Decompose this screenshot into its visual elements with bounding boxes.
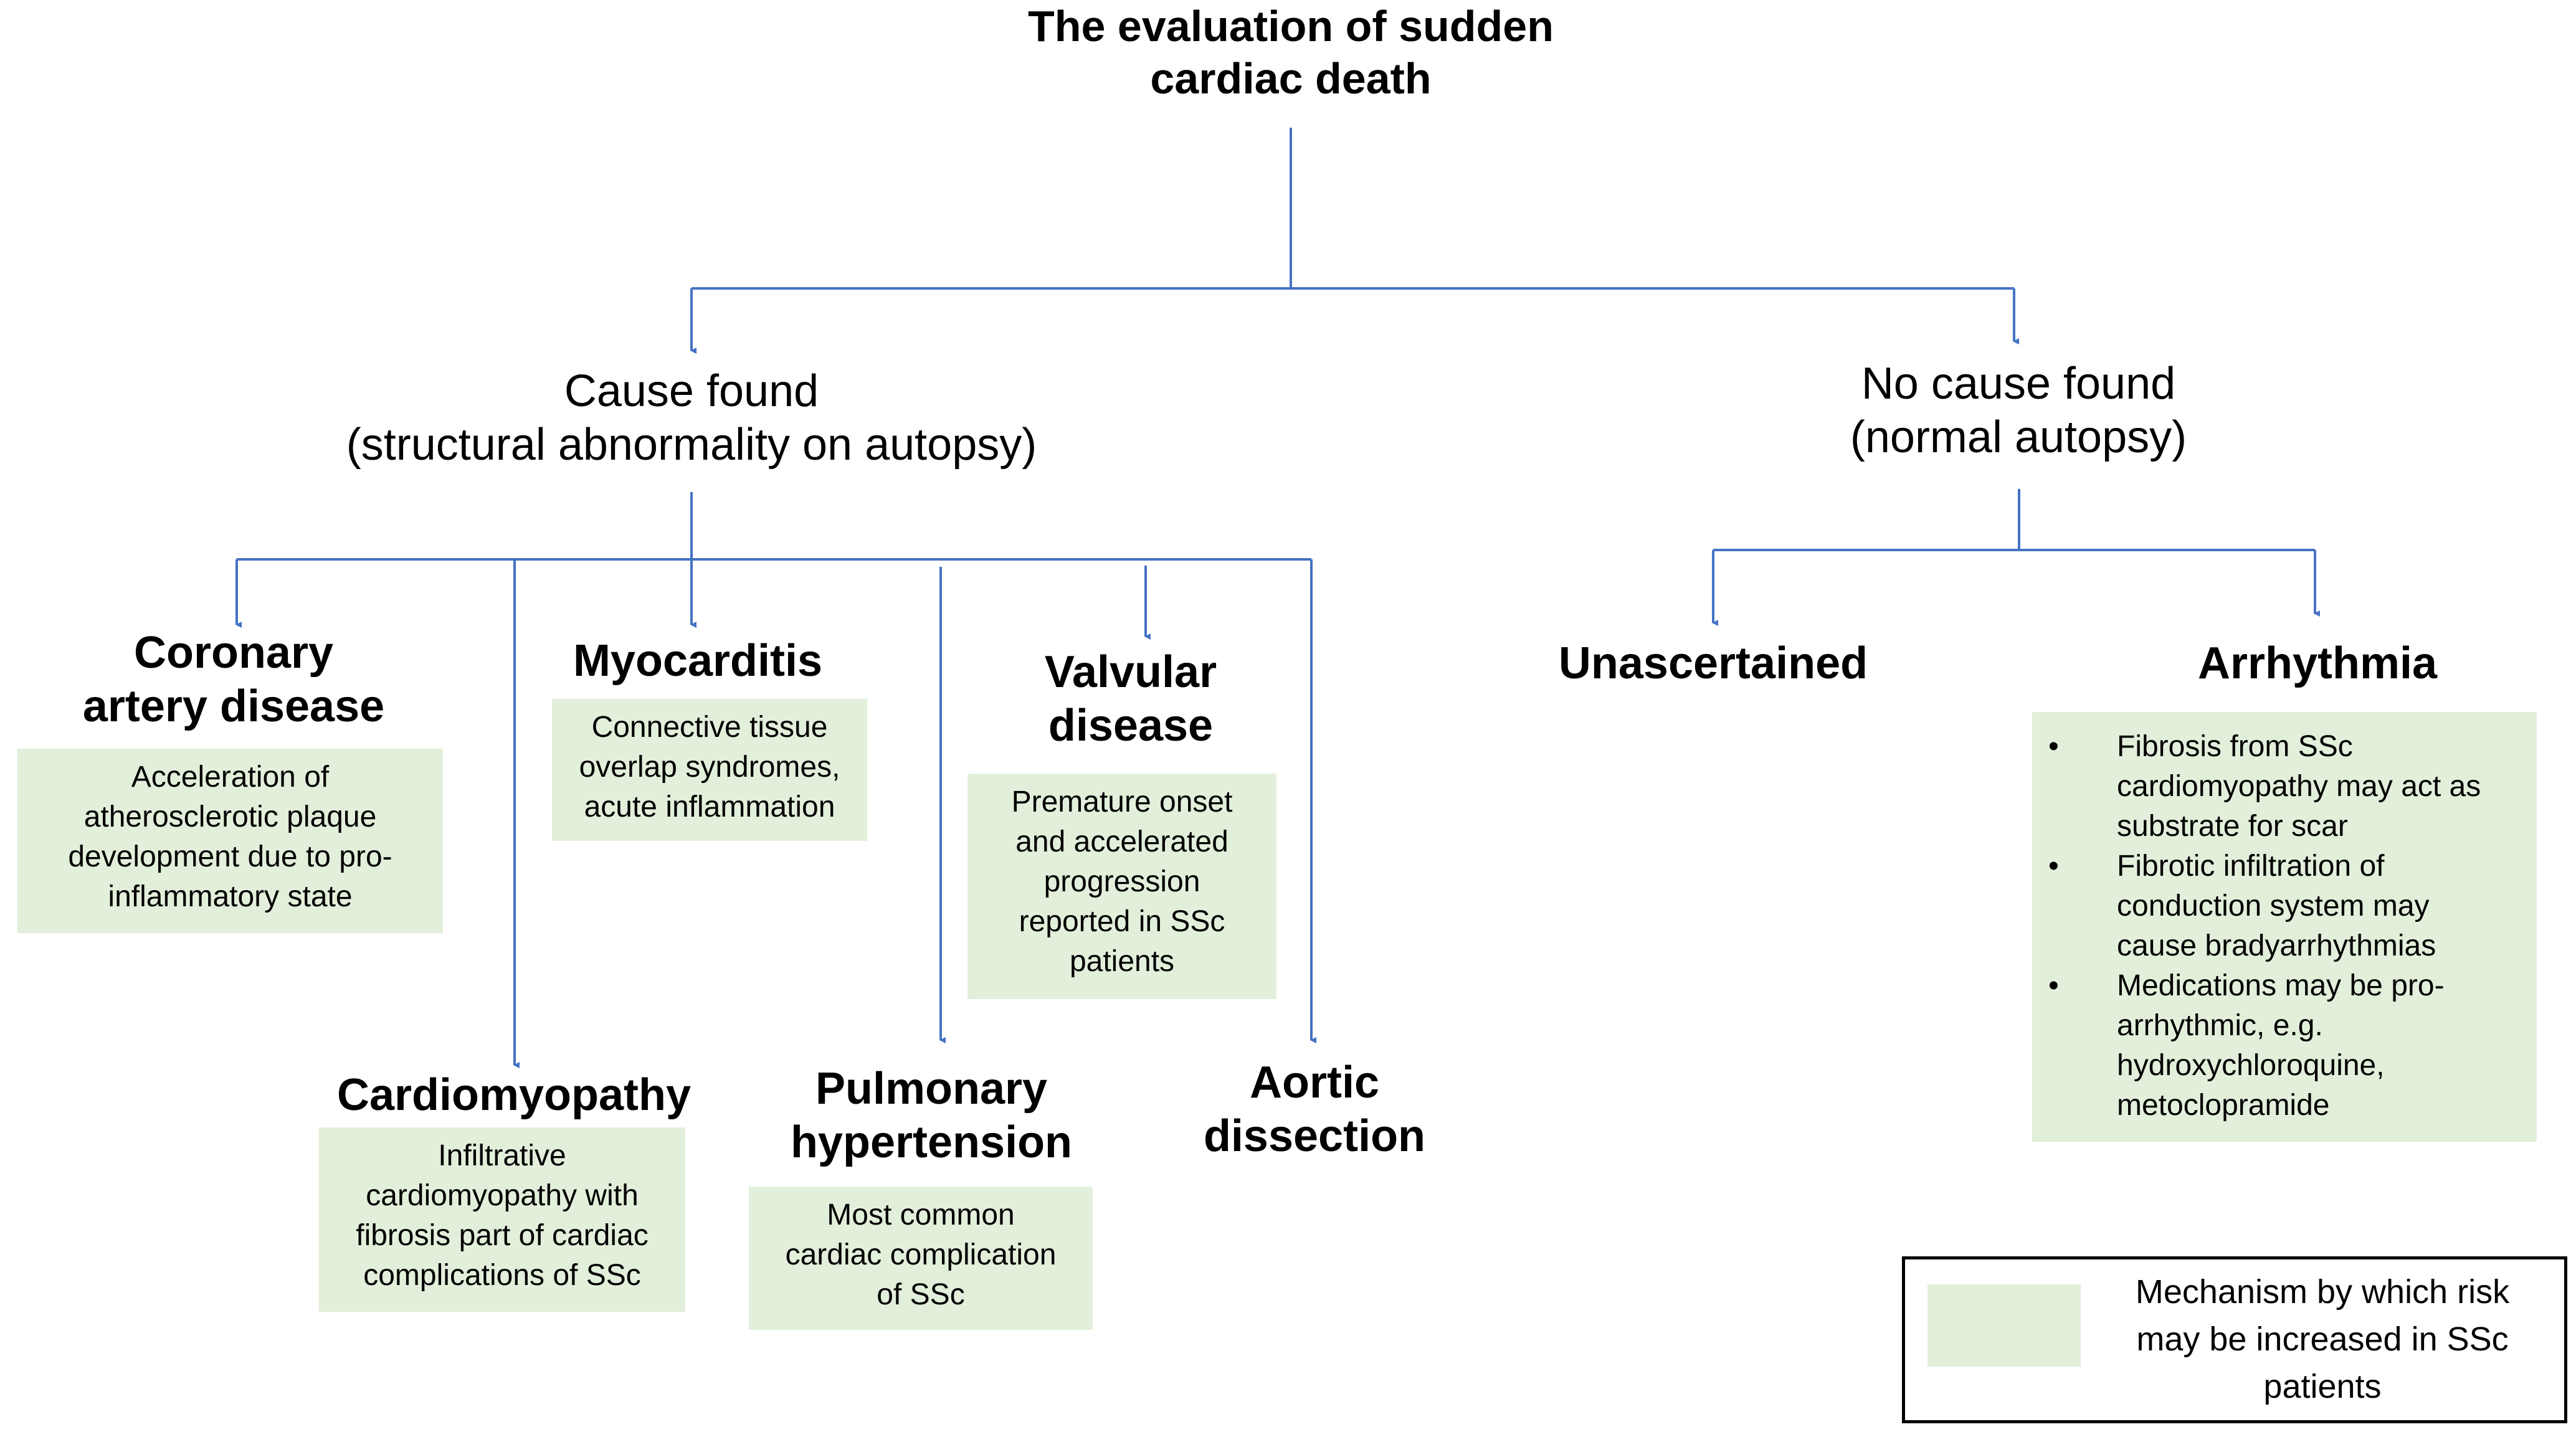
mechanism-arrhythmia: Fibrosis from SSc cardiomyopathy may act…: [2032, 712, 2537, 1142]
mechanism-coronary-artery-disease: Acceleration of atherosclerotic plaque d…: [17, 749, 443, 933]
mechanism-valvular-disease: Premature onset and accelerated progress…: [967, 774, 1276, 999]
mechanism-pulmonary-hypertension: Most common cardiac complication of SSc: [749, 1187, 1093, 1330]
mechanism-myocarditis: Connective tissue overlap syndromes, acu…: [552, 699, 867, 841]
heading-coronary-artery-disease: Coronary artery disease: [82, 628, 385, 732]
arrhythmia-bullet: Fibrotic infiltration of conduction syst…: [2032, 846, 2524, 966]
arrhythmia-bullet-list: Fibrosis from SSc cardiomyopathy may act…: [2032, 727, 2524, 1126]
diagram-title: The evaluation of sudden cardiac death: [1028, 2, 1554, 103]
legend-text: Mechanism by which risk may be increased…: [2135, 1273, 2510, 1405]
branch-no-cause-found: No cause found (normal autopsy): [1850, 359, 2187, 463]
heading-valvular-disease: Valvular disease: [1044, 647, 1217, 751]
heading-pulmonary-hypertension: Pulmonary hypertension: [790, 1064, 1073, 1168]
branch-cause-found: Cause found (structural abnormality on a…: [346, 366, 1037, 470]
legend: Mechanism by which risk may be increased…: [1902, 1256, 2567, 1423]
heading-unascertained: Unascertained: [1558, 638, 1868, 688]
arrhythmia-bullet: Medications may be pro- arrhythmic, e.g.…: [2032, 966, 2524, 1126]
legend-swatch: [1927, 1284, 2081, 1367]
heading-arrhythmia: Arrhythmia: [2197, 638, 2438, 688]
heading-myocarditis: Myocarditis: [573, 636, 823, 686]
heading-cardiomyopathy: Cardiomyopathy: [336, 1070, 692, 1120]
mechanism-cardiomyopathy: Infiltrative cardiomyopathy with fibrosi…: [319, 1127, 685, 1312]
arrhythmia-bullet: Fibrosis from SSc cardiomyopathy may act…: [2032, 727, 2524, 846]
heading-aortic-dissection: Aortic dissection: [1203, 1058, 1426, 1162]
